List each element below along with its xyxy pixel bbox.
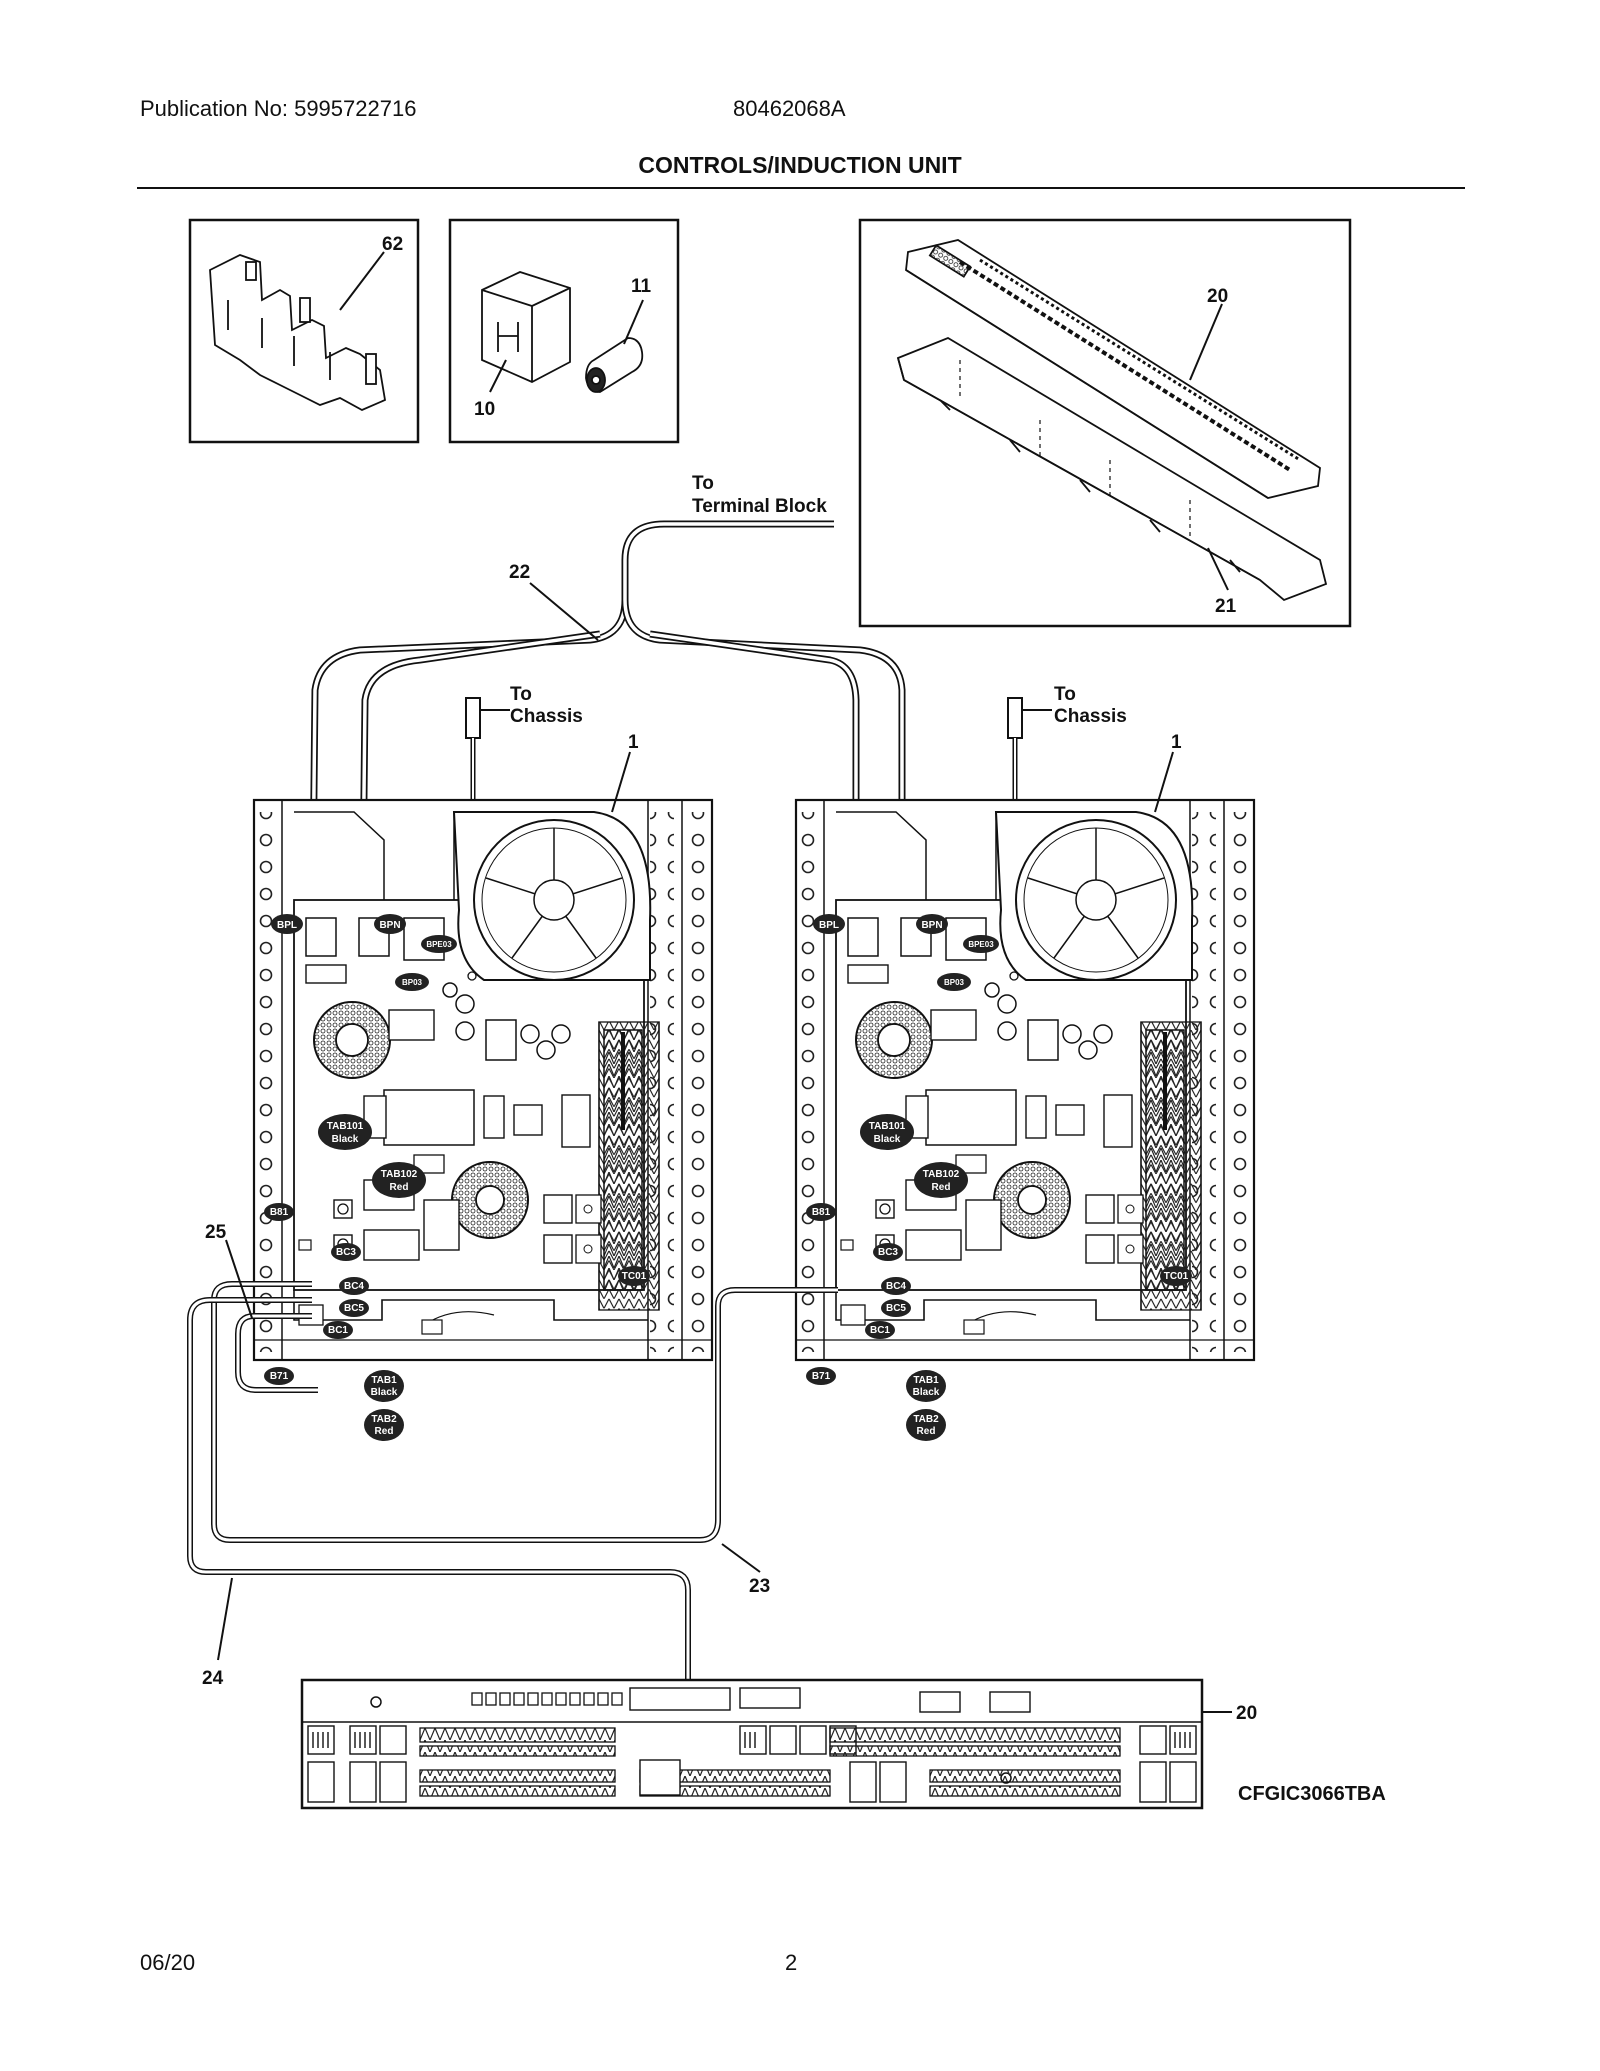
model-number: CFGIC3066TBA (1238, 1783, 1386, 1805)
callout-25: 25 (205, 1222, 227, 1243)
leader-11 (623, 299, 644, 345)
callout-21: 21 (1215, 596, 1237, 617)
callout-62: 62 (382, 234, 403, 255)
main-control-board-20 (300, 1678, 1204, 1810)
tag-bpe03-left: BPE03 (426, 940, 452, 949)
bracket-part-62 (209, 254, 387, 412)
tag-b81-right: B81 (812, 1207, 831, 1218)
harness-23 (211, 1281, 838, 1543)
tag-bc5-left: BC5 (344, 1303, 364, 1314)
callout-22: 22 (509, 562, 530, 583)
tag-tab1-color-left: Black (371, 1387, 398, 1398)
page-title: CONTROLS/INDUCTION UNIT (638, 152, 962, 178)
tag-tab102-color-right: Red (932, 1182, 951, 1193)
leader-21 (1207, 547, 1229, 591)
chassis-left-to: To (510, 684, 532, 705)
callout-10: 10 (474, 399, 495, 420)
tag-tab1-left: TAB1 (371, 1375, 397, 1386)
chassis-left-label: Chassis (510, 706, 583, 727)
callout-20-bottom: 20 (1236, 1703, 1257, 1724)
chassis-right-to: To (1054, 684, 1076, 705)
footer-date: 06/20 (140, 1950, 196, 1975)
leader-23 (721, 1543, 761, 1573)
tag-bc1-right: BC1 (870, 1325, 890, 1336)
tag-tab101-color-right: Black (874, 1134, 901, 1145)
tag-b71-right: B71 (812, 1371, 831, 1382)
title-rule (137, 187, 1465, 189)
tag-bp03-left: BP03 (402, 978, 423, 987)
tag-tab102-left: TAB102 (381, 1169, 418, 1180)
tag-bc5-right: BC5 (886, 1303, 906, 1314)
terminal-note-to: To (692, 473, 714, 494)
relay-part-10 (481, 271, 571, 383)
tag-tab101-color-left: Black (332, 1134, 359, 1145)
tag-bpl-left: BPL (277, 920, 297, 931)
harness-22 (308, 520, 906, 981)
leader-24 (217, 1577, 233, 1661)
tag-tab2-color-left: Red (375, 1426, 394, 1437)
tag-b81-left: B81 (270, 1207, 289, 1218)
board-tray-part-21 (896, 336, 1328, 602)
leader-62 (339, 251, 385, 311)
tag-tab2-color-right: Red (917, 1426, 936, 1437)
harness-24 (187, 1297, 691, 1680)
chassis-right-label: Chassis (1054, 706, 1127, 727)
tag-tab102-right: TAB102 (923, 1169, 960, 1180)
publication-number: Publication No: 5995722716 (140, 96, 417, 121)
leader-1-left (611, 751, 631, 813)
leader-20-top (1189, 303, 1223, 381)
terminal-note-label: Terminal Block (692, 496, 827, 517)
tag-tab1-right: TAB1 (913, 1375, 939, 1386)
harness-25 (235, 1313, 318, 1393)
tag-b71-left: B71 (270, 1371, 289, 1382)
tag-bpn-left: BPN (379, 920, 400, 931)
tag-tc01-left: TC01 (622, 1271, 647, 1282)
leader-10 (489, 359, 507, 393)
tag-tab102-color-left: Red (390, 1182, 409, 1193)
tag-tab101-right: TAB101 (869, 1121, 906, 1132)
tag-tab2-right: TAB2 (913, 1414, 939, 1425)
callout-11: 11 (631, 276, 652, 297)
tag-bp03-right: BP03 (944, 978, 965, 987)
tag-bpn-right: BPN (921, 920, 942, 931)
tag-tc01-right: TC01 (1164, 1271, 1189, 1282)
callout-1-left: 1 (628, 732, 639, 753)
connector-tags-right: BPL BPN BPE03 BP03 TAB101 Black TAB102 R… (806, 914, 1192, 1441)
tag-bc1-left: BC1 (328, 1325, 348, 1336)
tag-tab101-left: TAB101 (327, 1121, 364, 1132)
callout-23: 23 (749, 1576, 770, 1597)
document-number: 80462068A (733, 96, 846, 121)
tag-tab1-color-right: Black (913, 1387, 940, 1398)
connector-tags-left: BPL BPN BPE03 BP03 TAB101 Black TAB102 R… (264, 914, 650, 1441)
leader-25 (225, 1239, 253, 1319)
tag-bpl-right: BPL (819, 920, 839, 931)
tag-tab2-left: TAB2 (371, 1414, 397, 1425)
tag-bc3-right: BC3 (878, 1247, 898, 1258)
callout-1-right: 1 (1171, 732, 1182, 753)
tag-bc4-right: BC4 (886, 1281, 906, 1292)
tag-bc3-left: BC3 (336, 1247, 356, 1258)
callout-20-top: 20 (1207, 286, 1228, 307)
tag-bc4-left: BC4 (344, 1281, 364, 1292)
control-board-part-20 (905, 239, 1321, 499)
callout-24: 24 (202, 1668, 224, 1689)
leader-22 (529, 582, 599, 641)
tag-bpe03-right: BPE03 (968, 940, 994, 949)
footer-page-number: 2 (785, 1950, 798, 1975)
ferrite-part-11 (585, 337, 644, 393)
leader-1-right (1154, 751, 1174, 813)
